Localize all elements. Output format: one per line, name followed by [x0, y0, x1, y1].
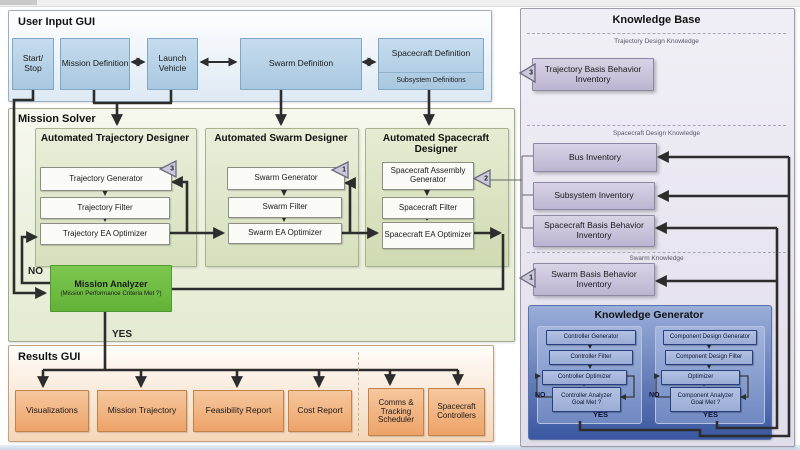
badge-1-swarm-bbi: 1 — [518, 267, 536, 289]
mission-trajectory-box: Mission Trajectory — [97, 390, 187, 432]
swarm-bbi-box: Swarm Basis Behavior Inventory — [533, 263, 655, 296]
spacecraft-ea-optimizer-box: Spacecraft EA Optimizer — [382, 222, 474, 249]
kb-separator-1 — [527, 33, 786, 34]
trajectory-designer-title: Automated Trajectory Designer — [40, 133, 190, 144]
spacecraft-bbi-box: Spacecraft Basis Behavior Inventory — [533, 215, 655, 247]
knowledge-generator-title: Knowledge Generator — [594, 309, 704, 321]
component-optimizer-box: Optimizer — [661, 370, 740, 385]
results-divider — [358, 352, 359, 436]
launch-vehicle-box: Launch Vehicle — [147, 38, 198, 90]
triangle-left-icon — [518, 62, 536, 84]
mission-analyzer-title: Mission Analyzer — [74, 278, 148, 289]
mission-solver-title: Mission Solver — [18, 113, 96, 125]
triangle-left-icon — [158, 159, 177, 179]
trajectory-bbi-box: Trajectory Basis Behavior Inventory — [532, 58, 654, 91]
component-yes-label: YES — [703, 410, 719, 419]
spacecraft-definition-label: Spacecraft Definition — [391, 48, 471, 58]
swarm-ea-optimizer-box: Swarm EA Optimizer — [228, 223, 342, 244]
user-input-gui-title: User Input GUI — [18, 16, 96, 28]
spacecraft-filter-box: Spacecraft Filter — [382, 197, 474, 219]
comms-tracking-scheduler-box: Comms & Tracking Scheduler — [368, 388, 424, 436]
trajectory-ea-optimizer-box: Trajectory EA Optimizer — [40, 223, 170, 245]
controller-no-label: NO — [535, 392, 546, 399]
subsystem-definitions-label: Subsystem Definitions — [379, 72, 483, 89]
badge-number: 2 — [484, 175, 488, 182]
visualizations-box: Visualizations — [15, 390, 89, 432]
badge-2-spacecraft-assembly: 2 — [472, 168, 491, 189]
badge-number: 1 — [529, 274, 533, 282]
no-label: NO — [28, 266, 43, 277]
mission-analyzer-box: Mission Analyzer (Mission Performance Cr… — [50, 265, 172, 312]
spacecraft-knowledge-label: Spacecraft Design Knowledge — [612, 130, 701, 137]
component-no-label: NO — [649, 392, 660, 399]
swarm-generator-box: Swarm Generator — [227, 167, 345, 190]
swarm-filter-box: Swarm Filter — [228, 197, 342, 218]
trajectory-knowledge-label: Trajectory Design Knowledge — [614, 38, 699, 45]
swarm-definition-box: Swarm Definition — [240, 38, 362, 90]
controller-analyzer-box: Controller Analyzer Goal Met ? — [552, 387, 621, 412]
trajectory-generator-box: Trajectory Generator — [40, 167, 172, 191]
controller-generator-box: Controller Generator — [546, 330, 636, 345]
controller-optimizer-box: Controller Optimizer — [542, 370, 627, 385]
feasibility-report-box: Feasibility Report — [193, 390, 284, 432]
spacecraft-controllers-box: Spacecraft Controllers — [428, 388, 485, 436]
triangle-left-icon — [472, 168, 491, 189]
component-design-filter-box: Component Design Filter — [665, 350, 753, 365]
cost-report-box: Cost Report — [288, 390, 352, 432]
knowledge-base-title: Knowledge Base — [612, 14, 701, 26]
start-stop-box: Start/ Stop — [12, 38, 54, 90]
badge-number: 1 — [342, 166, 346, 174]
controller-filter-box: Controller Filter — [549, 350, 633, 365]
component-design-generator-box: Component Design Generator — [663, 330, 757, 345]
top-strip — [0, 0, 800, 7]
controller-yes-label: YES — [593, 410, 609, 419]
triangle-left-icon — [330, 160, 349, 180]
spacecraft-definition-box: Spacecraft Definition Subsystem Definiti… — [378, 38, 484, 90]
kb-separator-2 — [527, 125, 786, 126]
trajectory-filter-box: Trajectory Filter — [40, 197, 170, 219]
bottom-strip — [0, 445, 800, 450]
mission-analyzer-subtitle: (Mission Performance Criteria Met ?) — [60, 290, 162, 298]
badge-3-trajectory-bbi: 3 — [518, 62, 536, 84]
bus-inventory-box: Bus Inventory — [533, 143, 657, 172]
spacecraft-designer-title: Automated Spacecraft Designer — [382, 133, 490, 155]
badge-3-trajectory-generator: 3 — [158, 159, 177, 179]
kb-separator-3 — [527, 252, 786, 253]
badge-number: 3 — [529, 69, 533, 77]
yes-label: YES — [112, 329, 133, 340]
badge-number: 3 — [170, 165, 174, 173]
triangle-left-icon — [518, 267, 536, 289]
swarm-knowledge-label: Swarm Knowledge — [629, 255, 684, 262]
badge-1-swarm-generator: 1 — [330, 160, 349, 180]
mission-definition-box: Mission Definition — [60, 38, 130, 90]
subsystem-inventory-box: Subsystem Inventory — [533, 182, 655, 210]
results-gui-title: Results GUI — [18, 351, 81, 363]
spacecraft-assembly-generator-box: Spacecraft Assembly Generator — [382, 162, 474, 190]
component-analyzer-box: Component Analyzer Goal Met ? — [670, 387, 741, 412]
top-left-tab — [0, 0, 37, 5]
swarm-designer-title: Automated Swarm Designer — [214, 133, 348, 144]
